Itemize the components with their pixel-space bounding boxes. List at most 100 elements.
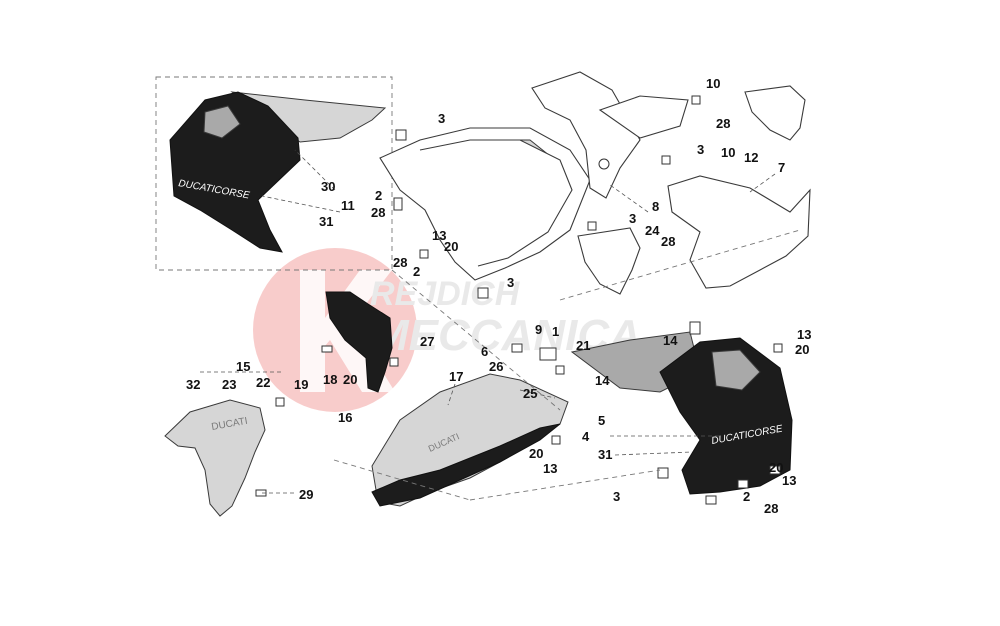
- callout-label: 3: [613, 489, 620, 504]
- fastener-20: [389, 357, 399, 367]
- fastener-17: [551, 435, 561, 445]
- leader-left-fairing-2: [261, 195, 341, 213]
- callout-label: 3: [438, 111, 445, 126]
- callout-label: 26: [489, 359, 503, 374]
- hardware: [255, 95, 783, 505]
- callout-label: 32: [186, 377, 200, 392]
- fastener-3: [477, 287, 489, 299]
- fastener-9: [539, 347, 557, 361]
- leader-left-fairing: [294, 149, 336, 191]
- callouts: 10 3 28 30 2 28 11 31 3 10 12 7 8 3 24 2…: [186, 76, 811, 516]
- fastener-19: [275, 397, 285, 407]
- callout-label: 11: [341, 198, 355, 213]
- callout-label: 21: [576, 338, 590, 353]
- callout-label: 3: [507, 275, 514, 290]
- inner-rear-panel: [667, 175, 811, 289]
- fastener-11: [689, 321, 701, 335]
- callout-label: 13: [432, 228, 446, 243]
- fastener-21: [419, 249, 429, 259]
- fastener-4: [691, 95, 701, 105]
- subframe-mount-hole: [598, 158, 610, 170]
- belly-pan: DUCATI: [371, 373, 569, 507]
- rear-plate-bracket: [744, 85, 806, 141]
- right-side-fairing-group: DUCATICORSE: [570, 331, 793, 495]
- fastener-14: [769, 465, 781, 475]
- leader-right-fairing-2: [614, 451, 693, 456]
- callout-label: 3: [697, 142, 704, 157]
- assembly-line-3: [333, 459, 471, 501]
- callout-label: 14: [595, 373, 610, 388]
- callout-label: 14: [663, 333, 678, 348]
- fastener-2: [393, 197, 403, 211]
- fastener-5: [661, 155, 671, 165]
- callout-label: 20: [795, 342, 809, 357]
- callout-label: 23: [222, 377, 236, 392]
- callout-label: 8: [652, 199, 659, 214]
- subframe-strut: [598, 95, 689, 139]
- fastener-7: [321, 345, 333, 353]
- callout-label: 31: [319, 214, 333, 229]
- tail-cowl-inner-edge: [419, 139, 573, 267]
- leader-belly-2: [519, 389, 556, 399]
- subframe-bracket-body: [531, 71, 641, 199]
- fastener-8: [511, 343, 523, 353]
- fastener-15: [737, 479, 749, 489]
- inner-side-cover-body: [577, 227, 641, 295]
- inner-side-cover: [577, 227, 641, 295]
- fairing-support-bracket: [325, 291, 393, 393]
- callout-label: 12: [744, 150, 758, 165]
- callout-label: 28: [716, 116, 730, 131]
- belly-pan-lower-edge: [371, 423, 561, 507]
- plate-bracket-body: [744, 85, 806, 141]
- front-fender: DUCATI: [164, 399, 266, 517]
- callout-label: 10: [721, 145, 735, 160]
- callout-label: 20: [444, 239, 458, 254]
- front-fender-body: [164, 399, 266, 517]
- callout-label: 15: [236, 359, 250, 374]
- callout-label: 17: [449, 369, 463, 384]
- callout-label: 13: [797, 327, 811, 342]
- callout-label: 22: [256, 375, 270, 390]
- callout-label: 25: [523, 386, 537, 401]
- callout-label: 16: [338, 410, 352, 425]
- fastener-6: [587, 221, 597, 231]
- callout-label: 20: [769, 460, 783, 475]
- left-side-fairing-group: DUCATICORSE: [155, 76, 393, 271]
- callout-label: 29: [299, 487, 313, 502]
- callout-label: 28: [661, 234, 675, 249]
- inner-panel-body: [667, 175, 811, 289]
- callout-label: 7: [778, 160, 785, 175]
- callout-label: 24: [645, 223, 660, 238]
- callout-label: 3: [629, 211, 636, 226]
- right-fairing-window: [711, 349, 761, 391]
- left-fairing-boundary: [155, 76, 393, 271]
- callout-label: 6: [481, 344, 488, 359]
- assembly-line-2: [559, 229, 801, 301]
- leader-inner-panel: [749, 173, 776, 193]
- callout-label: 31: [598, 447, 612, 462]
- watermark-line1: REJDICH: [370, 275, 521, 313]
- callout-label: 1: [552, 324, 559, 339]
- callout-label: 4: [582, 429, 590, 444]
- callout-label: 13: [543, 461, 557, 476]
- callout-label: 10: [706, 76, 720, 91]
- fastener-16: [705, 495, 717, 505]
- watermark: REJDICH MECCANICA: [253, 248, 641, 412]
- callout-label: 18: [323, 372, 337, 387]
- leader-subframe: [609, 184, 649, 213]
- callout-label: 27: [420, 334, 434, 349]
- callout-label: 2: [413, 264, 420, 279]
- rear-subframe-bracket: [531, 71, 689, 199]
- fastener-10: [555, 365, 565, 375]
- left-fairing-panel: [169, 91, 301, 253]
- fastener-1: [395, 129, 407, 141]
- callout-label: 28: [393, 255, 407, 270]
- callout-label: 20: [529, 446, 543, 461]
- assembly-line-4: [469, 469, 661, 501]
- callout-label: 28: [764, 501, 778, 516]
- callout-label: 20: [343, 372, 357, 387]
- callout-label: 19: [294, 377, 308, 392]
- assembly-line-1: [391, 269, 561, 411]
- leader-lines: [200, 149, 801, 501]
